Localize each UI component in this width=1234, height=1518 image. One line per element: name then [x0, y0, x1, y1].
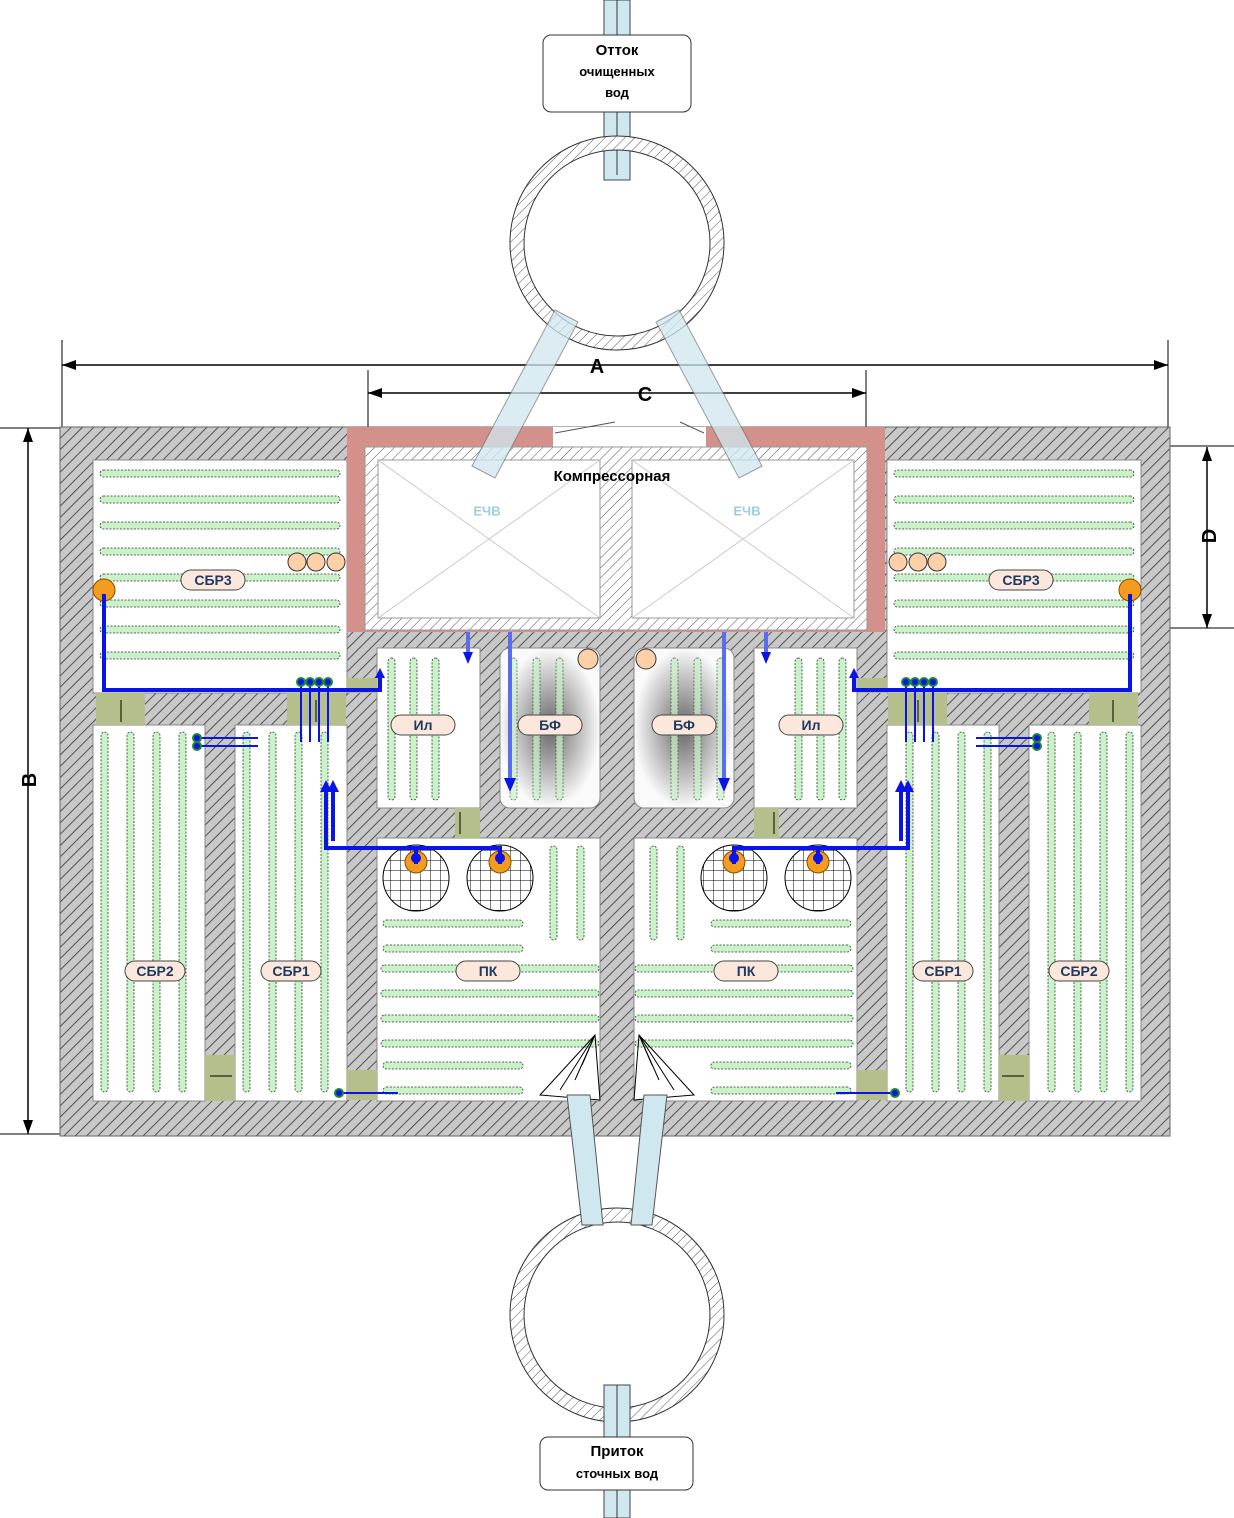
svg-text:сточных вод: сточных вод: [576, 1466, 659, 1481]
aerator-bar: [268, 731, 277, 1093]
outflow-diagonal-pipes: [471, 309, 763, 479]
svg-text:СБР3: СБР3: [194, 572, 232, 588]
aerator-bar: [99, 599, 341, 608]
il-label-left: Ил: [390, 714, 456, 736]
valve-icon: [305, 677, 315, 687]
echv-label: ЕЧВ: [733, 504, 760, 519]
svg-text:СБР3: СБР3: [1002, 572, 1040, 588]
air-pipe-icon: [326, 552, 346, 572]
compressor-room: [347, 421, 885, 632]
valve-icon: [334, 1088, 344, 1098]
svg-text:СБР2: СБР2: [136, 963, 174, 979]
outflow-box: Отток очищенных вод: [542, 34, 692, 113]
bf-label-left: БФ: [517, 714, 583, 736]
dimension-d-label: D: [1199, 529, 1221, 543]
aerator-bar: [126, 731, 135, 1093]
overflow-connector: [455, 808, 480, 838]
sludge-well: [466, 844, 534, 912]
aerator-bar: [100, 731, 109, 1093]
sludge-well: [382, 844, 450, 912]
aerator-bar: [99, 547, 341, 556]
aerator-bar: [99, 625, 341, 634]
aerator-bar: [99, 469, 341, 478]
aerator-bar: [380, 1039, 600, 1048]
il-label-right: Ил: [778, 714, 844, 736]
svg-text:БФ: БФ: [673, 717, 695, 733]
compressor-room-title: Компрессорная: [554, 468, 671, 485]
valve-icon: [296, 677, 306, 687]
pump-icon: [577, 648, 599, 670]
sbr2-label-left: СБР2: [124, 960, 186, 982]
aerator-bar: [178, 731, 187, 1093]
svg-text:БФ: БФ: [539, 717, 561, 733]
air-pipe-icon: [306, 552, 326, 572]
svg-text:СБР1: СБР1: [924, 963, 962, 979]
overflow-connector: [205, 1055, 235, 1101]
svg-text:Приток: Приток: [591, 1443, 644, 1460]
svg-text:очищенных: очищенных: [579, 64, 655, 79]
dimension-lines: [0, 340, 1234, 1135]
svg-text:СБР2: СБР2: [1060, 963, 1098, 979]
aerator-bar: [242, 731, 251, 1093]
flow-line: [102, 594, 382, 692]
svg-text:ПК: ПК: [479, 963, 498, 979]
aerator-bar: [99, 495, 341, 504]
aerator-bar: [382, 919, 524, 928]
aerator-bar: [549, 845, 558, 941]
valve-icon: [323, 677, 333, 687]
svg-text:СБР1: СБР1: [272, 963, 310, 979]
aerator-bar: [99, 521, 341, 530]
aerator-bar: [99, 651, 341, 660]
sbr3-label-right: СБР3: [988, 569, 1054, 591]
aerator-bar: [576, 845, 585, 941]
aerator-bar: [294, 731, 303, 1093]
sbr3-label-left: СБР3: [180, 569, 246, 591]
dimension-a-label: A: [590, 356, 604, 378]
overflow-connector: [347, 1070, 377, 1100]
sbr1-label-left: СБР1: [260, 960, 322, 982]
sbr1-tank: [234, 724, 348, 1102]
dimension-c-label: C: [638, 384, 652, 406]
sbr2-label-right: СБР2: [1048, 960, 1110, 982]
outflow-ring: [510, 136, 724, 350]
echv-label: ЕЧВ: [473, 504, 500, 519]
sbr2-tank: [92, 724, 206, 1102]
aerator-bar: [382, 944, 524, 953]
svg-text:Отток: Отток: [596, 42, 639, 59]
inflow-box: Приток сточных вод: [539, 1436, 694, 1491]
aerator-bar: [152, 731, 161, 1093]
air-pipe-icon: [287, 552, 307, 572]
svg-text:ПК: ПК: [737, 963, 756, 979]
svg-text:Ил: Ил: [802, 717, 821, 733]
pk-label-left: ПК: [455, 960, 521, 982]
bf-label-right: БФ: [651, 714, 717, 736]
valve-icon: [314, 677, 324, 687]
aerator-bar: [382, 1061, 524, 1070]
sbr1-label-right: СБР1: [912, 960, 974, 982]
aerator-bar: [382, 1086, 524, 1095]
svg-text:вод: вод: [605, 85, 630, 100]
aerator-bar: [380, 1014, 600, 1023]
dimension-b-label: B: [19, 773, 41, 787]
inflow-diagonal-pipes: [566, 1094, 668, 1226]
pk-label-right: ПК: [713, 960, 779, 982]
aerator-bar: [380, 989, 600, 998]
svg-text:Ил: Ил: [414, 717, 433, 733]
flow-line: [324, 785, 502, 864]
